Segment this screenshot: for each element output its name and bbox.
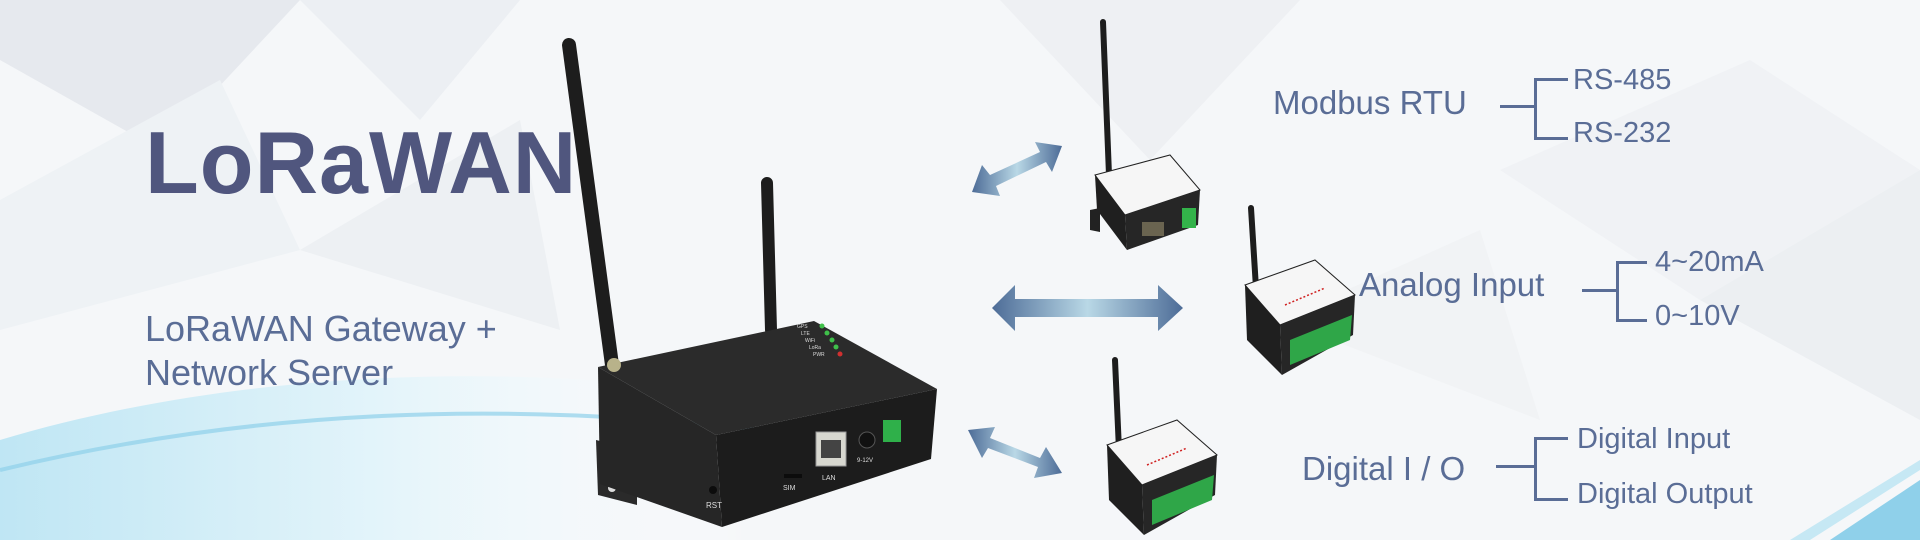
gateway-antenna-2 — [761, 177, 777, 336]
bracket — [1534, 437, 1568, 501]
item-digital-output: Digital Output — [1577, 478, 1753, 510]
double-arrow-top-icon — [972, 142, 1062, 196]
group-label-digital-io: Digital I / O — [1302, 450, 1466, 487]
bracket — [1534, 78, 1568, 140]
led-label-pwr: PWR — [813, 352, 825, 358]
sim-label: SIM — [783, 485, 796, 492]
led-label-wifi: WiFi — [805, 338, 815, 344]
bracket-connector — [1500, 105, 1537, 108]
item-rs-485: RS-485 — [1573, 64, 1672, 96]
group-label-modbus-rtu: Modbus RTU — [1273, 84, 1467, 121]
group-label-analog-input: Analog Input — [1359, 266, 1545, 303]
rst-label: RST — [706, 501, 722, 510]
led-label-lte: LTE — [801, 331, 810, 337]
digital-io-node-image — [1106, 357, 1218, 535]
page-title: LoRaWAN — [145, 113, 578, 212]
sim-slot — [784, 474, 802, 478]
modbus-node-image — [1090, 19, 1201, 250]
dc-jack — [858, 431, 876, 449]
terminal-block — [883, 420, 901, 442]
double-arrow-bottom-icon — [968, 427, 1062, 478]
gateway-antenna-1 — [562, 38, 619, 372]
led-label-lora: LoRa — [809, 345, 821, 351]
double-arrow-middle-icon — [992, 285, 1183, 331]
lan-label: LAN — [822, 475, 836, 482]
bracket-connector — [1582, 289, 1619, 292]
item-4-20ma: 4~20mA — [1655, 246, 1764, 278]
analog-input-node-image — [1244, 205, 1356, 375]
bracket — [1616, 261, 1647, 322]
subtitle-line-2: Network Server — [145, 352, 394, 393]
reset-button — [709, 486, 717, 494]
item-0-10v: 0~10V — [1655, 300, 1740, 332]
subtitle-line-1: LoRaWAN Gateway + — [145, 308, 497, 349]
led-label-gps: GPS — [797, 324, 808, 330]
item-rs-232: RS-232 — [1573, 117, 1672, 149]
item-digital-input: Digital Input — [1577, 423, 1731, 455]
bracket-connector — [1496, 465, 1537, 468]
power-label: 9-12V — [857, 458, 873, 464]
gateway-led-panel: GPS LTE WiFi LoRa PWR — [797, 323, 843, 358]
